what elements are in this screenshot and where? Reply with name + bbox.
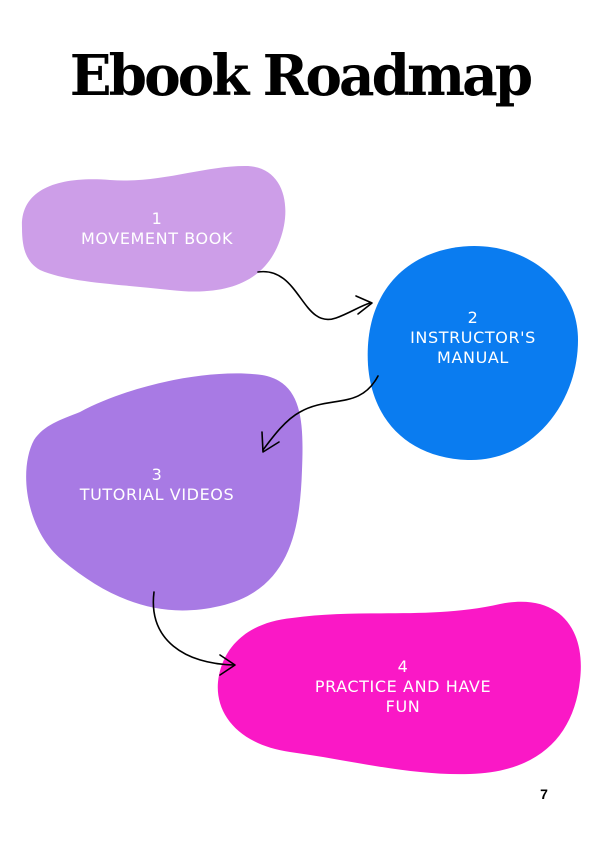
arrow-3-to-4-head — [219, 654, 236, 676]
step-2-number: 2 — [468, 308, 479, 327]
page-title: Ebook Roadmap — [69, 43, 533, 109]
arrows — [152, 271, 379, 676]
arrow-1-to-2 — [257, 271, 371, 321]
page-number: 7 — [540, 786, 548, 802]
step-4-label-line: PRACTICE AND HAVE — [315, 677, 491, 696]
step-1-blob — [21, 165, 286, 292]
step-4-number: 4 — [398, 657, 409, 676]
step-2-label-line: MANUAL — [437, 348, 509, 367]
step-3-number: 3 — [152, 465, 163, 484]
arrow-2-to-3 — [262, 375, 379, 451]
step-4-blob — [217, 601, 581, 775]
arrow-1-to-2-head — [355, 295, 373, 315]
step-1-label-line: MOVEMENT BOOK — [81, 229, 233, 248]
step-4-label-line: FUN — [386, 697, 421, 716]
arrow-3-to-4 — [152, 591, 235, 666]
arrow-2-to-3-head — [261, 431, 280, 453]
step-3-label-line: TUTORIAL VIDEOS — [79, 485, 234, 504]
step-1-number: 1 — [152, 209, 163, 228]
step-3-blob — [26, 373, 303, 611]
step-2-label-line: INSTRUCTOR'S — [410, 328, 536, 347]
step-2-blob — [367, 246, 578, 461]
